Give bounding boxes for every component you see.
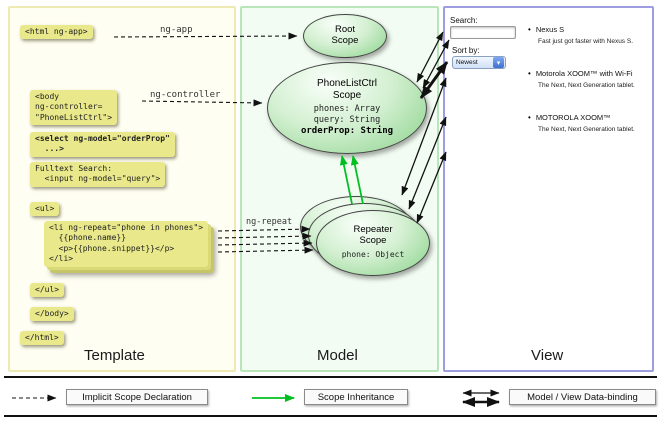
code-li-repeat: <li ng-repeat="phone in phones"> {{phone… — [44, 221, 209, 267]
code-ul-open: <ul> — [30, 202, 60, 217]
legend-implicit-scope-declaration: Implicit Scope Declaration — [66, 389, 208, 405]
item-name: MOTOROLA XOOM™ — [535, 113, 611, 122]
list-item: • Nexus S — [528, 19, 564, 37]
code-body-close: </body> — [30, 307, 74, 322]
scope-prop-orderprop: orderProp: String — [300, 126, 394, 137]
item-snippet: The Next, Next Generation tablet. — [538, 82, 635, 89]
legend-scope-inheritance: Scope Inheritance — [304, 389, 408, 405]
template-column-label: Template — [84, 347, 145, 364]
repeater-scope-title: Repeater Scope — [353, 224, 393, 247]
legend-model-view-data-binding: Model / View Data-binding — [509, 389, 656, 405]
bullet-icon: • — [528, 25, 531, 34]
code-html-open: <html ng-app> — [20, 25, 93, 40]
code-fulltext-search: Fulltext Search: <input ng-model="query"… — [30, 162, 166, 187]
search-input[interactable] — [450, 26, 516, 39]
sort-label: Sort by: — [452, 46, 480, 55]
view-column-label: View — [531, 347, 564, 364]
scope-prop-phones: phones: Array — [313, 104, 381, 115]
model-panel — [240, 6, 439, 372]
code-html-close: </html> — [20, 331, 64, 346]
bullet-icon: • — [528, 69, 531, 78]
bullet-icon: • — [528, 113, 531, 122]
ng-app-label: ng-app — [160, 25, 193, 35]
dropdown-arrow-icon: ▾ — [493, 57, 504, 68]
sort-dropdown[interactable]: Newest ▾ — [452, 56, 506, 69]
phonelistctrl-scope-title: PhoneListCtrl Scope — [316, 78, 378, 101]
ng-controller-label: ng-controller — [150, 90, 221, 100]
ng-repeat-label: ng-repeat — [246, 217, 293, 227]
code-select: <select ng-model="orderProp" ...> — [30, 132, 175, 157]
item-snippet: Fast just got faster with Nexus S. — [538, 38, 634, 45]
phonelistctrl-scope-ellipse: PhoneListCtrl Scope phones: Array query:… — [267, 62, 427, 154]
scope-prop-phone: phone: Object — [341, 250, 405, 260]
root-scope-ellipse: Root Scope — [303, 14, 387, 58]
scope-prop-query: query: String — [313, 115, 381, 126]
list-item: • Motorola XOOM™ with Wi-Fi — [528, 63, 633, 81]
list-item: • MOTOROLA XOOM™ — [528, 107, 611, 125]
root-scope-title: Root Scope — [331, 24, 359, 46]
model-column-label: Model — [317, 347, 358, 364]
code-ul-close: </ul> — [30, 283, 65, 298]
code-body-open: <body ng-controller= "PhoneListCtrl"> — [30, 90, 118, 126]
item-name: Motorola XOOM™ with Wi-Fi — [535, 69, 633, 78]
item-snippet: The Next, Next Generation tablet. — [538, 126, 635, 133]
search-label: Search: — [450, 16, 478, 25]
repeater-scope-ellipse: Repeater Scope phone: Object — [316, 210, 430, 276]
sort-dropdown-value: Newest — [456, 59, 478, 66]
item-name: Nexus S — [535, 25, 565, 34]
